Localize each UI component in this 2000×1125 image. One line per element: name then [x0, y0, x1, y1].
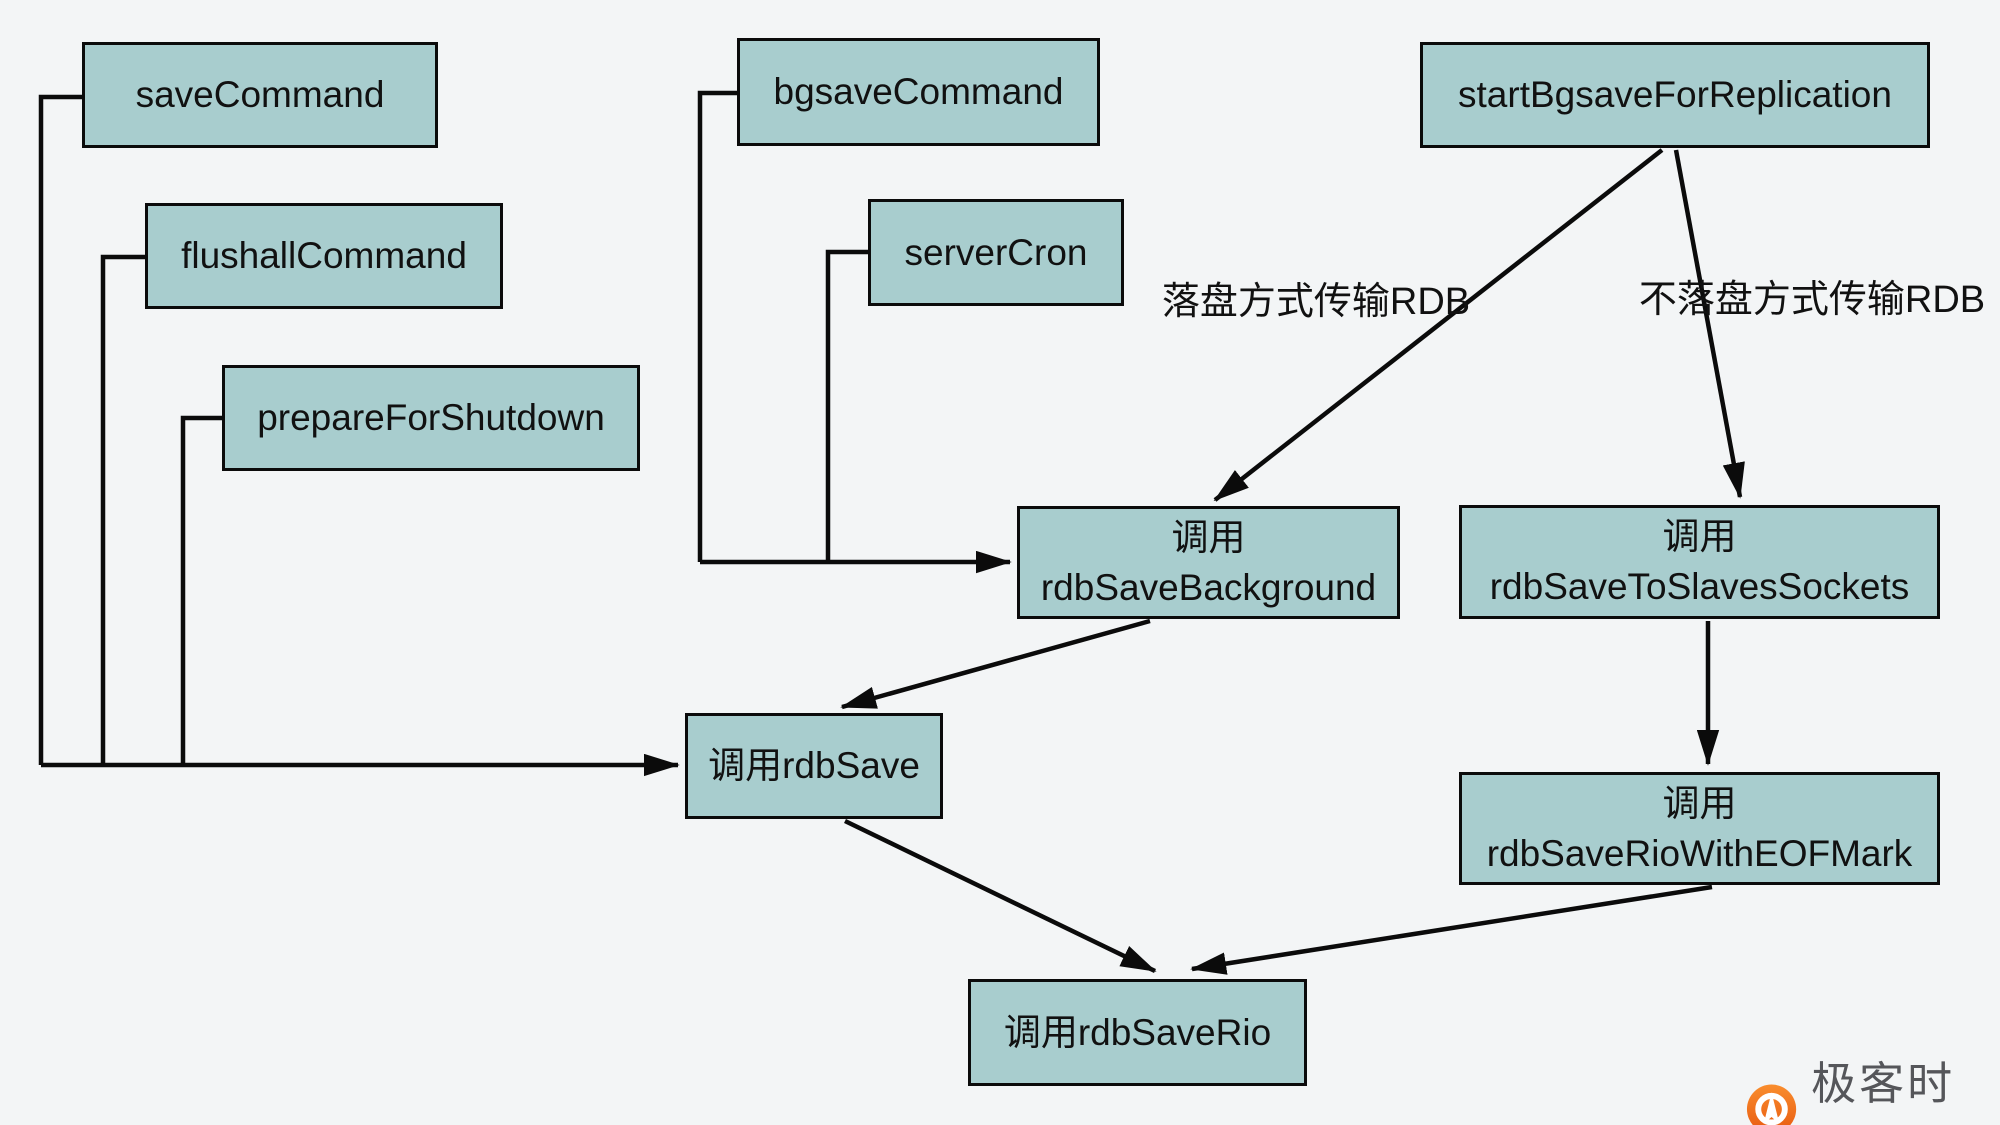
edge-flushallcommand-stub	[100, 254, 145, 765]
edge-eofmark-to-rdbsaverio-arrow	[1190, 884, 1713, 975]
edge-start-to-slavessockets-arrow	[1673, 149, 1745, 499]
node-flushallcommand: flushallCommand	[145, 203, 503, 309]
node-call-rdbsave: 调用rdbSave	[685, 713, 943, 819]
edge-savecommand-stub	[38, 94, 82, 765]
edge-prepareforshutdown-stub	[180, 415, 222, 765]
node-savecommand: saveCommand	[82, 42, 438, 148]
node-label: 调用	[1662, 782, 1737, 824]
geektime-logo-icon	[1746, 1084, 1797, 1125]
node-label: flushallCommand	[181, 235, 467, 276]
node-label: 调用	[1171, 516, 1246, 558]
node-servercron: serverCron	[868, 199, 1124, 306]
geektime-logo-text: 极客时间	[1811, 1058, 1956, 1109]
node-bgsavecommand: bgsaveCommand	[737, 38, 1100, 146]
edge-rdbsavebackground-to-rdbsave-arrow	[840, 618, 1151, 710]
edge-rdbsave-to-rdbsaverio-arrow	[844, 818, 1157, 974]
node-call-rdbsaverio: 调用rdbSaveRio	[968, 979, 1307, 1086]
edge-servercron-stub	[825, 249, 868, 562]
edge-start-to-rdbsavebackground-arrow	[1213, 148, 1664, 502]
node-label: startBgsaveForReplication	[1458, 74, 1892, 115]
node-label: 调用rdbSaveRio	[1003, 1011, 1272, 1053]
geektime-logo: 极客时间	[1744, 1050, 2000, 1125]
node-label: 调用	[1662, 516, 1737, 557]
edge-bgsavecommand-stub	[697, 90, 737, 562]
node-startbgsaveforreplication: startBgsaveForReplication	[1420, 42, 1930, 148]
node-label: prepareForShutdown	[257, 397, 605, 438]
node-prepareforshutdown: prepareForShutdown	[222, 365, 640, 471]
node-label: serverCron	[904, 231, 1088, 273]
node-label: 调用rdbSave	[708, 745, 920, 786]
edge-label-diskless-rdb: 不落盘方式传输RDB	[1638, 279, 1986, 321]
edge-label-disk-rdb: 落盘方式传输RDB	[1161, 281, 1471, 323]
node-label: bgsaveCommand	[773, 71, 1064, 112]
node-label: saveCommand	[135, 74, 385, 115]
